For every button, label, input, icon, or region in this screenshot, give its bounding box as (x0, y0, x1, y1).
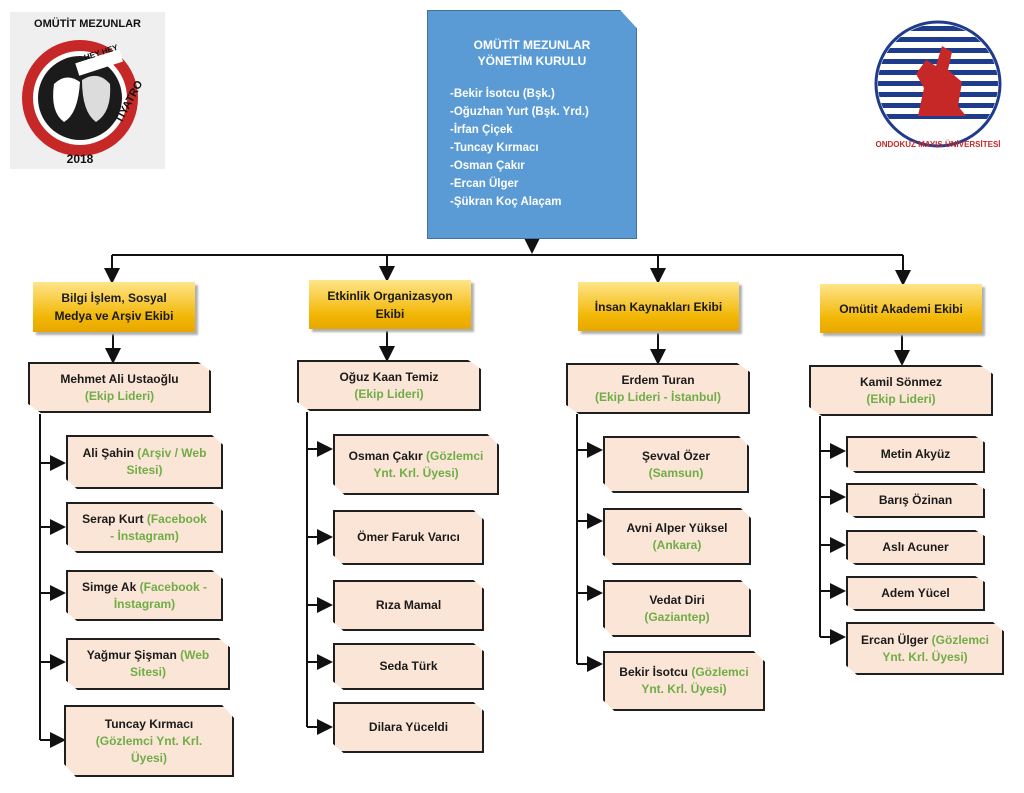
team-leader-card: Erdem Turan (Ekip Lideri - İstanbul) (566, 363, 750, 414)
member-note: Ynt. Krl. Üyesi) (882, 649, 968, 664)
team-label-line1: Omütit Akademi Ekibi (839, 301, 963, 316)
member-note: (Gaziantep) (644, 609, 710, 624)
team-member-card: Seda Türk (333, 643, 484, 690)
member-name: Ercan Ülger (860, 632, 929, 647)
team-member-card: Aslı Acuner (846, 530, 985, 565)
member-note: Üyesi) (130, 750, 168, 765)
team-member-card: Rıza Mamal (333, 580, 484, 631)
team-member-card: Dilara Yüceldi (333, 702, 484, 753)
member-name: Osman Çakır (348, 448, 423, 463)
member-name: Metin Akyüz (880, 447, 951, 461)
team-member-card: Avni Alper Yüksel (Ankara) (603, 508, 751, 565)
team-member-card: Ercan Ülger (Gözlemci Ynt. Krl. Üyesi) (846, 622, 1004, 675)
team-member-card: Barış Özinan (846, 483, 985, 518)
member-note: (Facebook (146, 511, 207, 526)
member-name: Barış Özinan (878, 493, 953, 507)
member-name: Aslı Acuner (882, 540, 949, 554)
member-note: (Web (180, 648, 210, 662)
member-name: Vedat Diri (649, 592, 705, 607)
leader-name: Mehmet Ali Ustaoğlu (60, 371, 179, 386)
leader-name: Oğuz Kaan Temiz (339, 369, 439, 384)
member-note: (Samsun) (648, 465, 704, 480)
member-name: Ömer Faruk Varıcı (357, 530, 460, 544)
team-label-line1: Bilgi İşlem, Sosyal (61, 291, 167, 305)
team-member-card: Bekir İsotcu (Gözlemci Ynt. Krl. Üyesi) (603, 651, 765, 711)
member-name: Seda Türk (379, 659, 438, 673)
member-note: Sitesi) (129, 665, 166, 679)
team-member-card: Ömer Faruk Varıcı (333, 510, 484, 565)
team-member-card: Yağmur Şişman (Web Sitesi) (66, 638, 230, 690)
board-member: -Tuncay Kırmacı (450, 142, 539, 154)
board-member: -Osman Çakır (450, 160, 525, 172)
team-label-line2: Medya ve Arşiv Ekibi (54, 309, 174, 323)
team-leader-card: Mehmet Ali Ustaoğlu (Ekip Lideri) (28, 362, 211, 413)
member-note: (Ankara) (652, 537, 702, 552)
team-member-card: Metin Akyüz (846, 436, 985, 473)
team-leader-card: Kamil Sönmez (Ekip Lideri) (809, 365, 993, 416)
omutit-theatre-logo: OMÜTİT MEZUNLAR HEY HEY TİYATRO 2018 (10, 12, 165, 169)
team-member-card: Adem Yücel (846, 576, 985, 611)
member-name: Tuncay Kırmacı (104, 716, 194, 731)
team-member-card: Simge Ak (Facebook - İnstagram) (66, 570, 223, 621)
member-note: (Gözlemci (426, 448, 484, 463)
member-name: Rıza Mamal (375, 598, 442, 612)
board-member: -Ercan Ülger (450, 178, 519, 190)
team-member-card: Osman Çakır (Gözlemci Ynt. Krl. Üyesi) (333, 434, 499, 495)
member-name: Yağmur Şişman (86, 648, 177, 662)
member-name: Bekir İsotcu (619, 665, 688, 679)
member-note: (Arşiv / Web (137, 446, 207, 460)
member-name: Şevval Özer (641, 448, 711, 463)
member-note: (Gözlemci (931, 632, 990, 647)
member-name: Simge Ak (82, 579, 137, 594)
team-label-line1: Etkinlik Organizasyon (327, 288, 453, 303)
team-event-organization: Etkinlik Organizasyon Ekibi (309, 280, 471, 329)
board-member: -Şükran Koç Alaçam (450, 196, 562, 208)
member-name: Dilara Yüceldi (368, 720, 449, 734)
member-note: - İnstagram) (110, 528, 179, 543)
team-member-card: Şevval Özer (Samsun) (603, 436, 749, 493)
team-leader-card: Oğuz Kaan Temiz (Ekip Lideri) (297, 360, 481, 411)
team-member-card: Serap Kurt (Facebook - İnstagram) (66, 502, 223, 553)
team-human-resources: İnsan Kaynakları Ekibi (578, 282, 739, 331)
team-label-line2: Ekibi (375, 306, 405, 321)
management-board-box: OMÜTİT MEZUNLAR YÖNETİM KURULU -Bekir İs… (427, 10, 637, 239)
member-note: Sitesi) (126, 463, 163, 477)
logo-year: 2018 (66, 152, 94, 166)
leader-role: (Ekip Lideri) (84, 388, 155, 403)
member-name: Avni Alper Yüksel (626, 520, 728, 535)
team-member-card: Vedat Diri (Gaziantep) (603, 580, 751, 637)
member-name: Adem Yücel (881, 586, 950, 600)
team-member-card: Tuncay Kırmacı (Gözlemci Ynt. Krl. Üyesi… (64, 705, 234, 777)
leader-role: (Ekip Lideri) (354, 386, 424, 401)
logo-ring-text: ONDOKUZ MAYIS ÜNİVERSİTESİ (875, 140, 1001, 149)
leader-name: Kamil Sönmez (859, 374, 943, 389)
ondokuz-mayis-university-logo: ONDOKUZ MAYIS ÜNİVERSİTESİ (862, 12, 1014, 164)
member-note: (Gözlemci (691, 665, 749, 679)
team-omutit-academy: Omütit Akademi Ekibi (820, 284, 982, 333)
board-member-list: -Bekir İsotcu (Bşk.) -Oğuzhan Yurt (Bşk.… (428, 85, 589, 211)
member-note: Ynt. Krl. Üyesi) (641, 682, 727, 696)
member-note: (Gözlemci Ynt. Krl. (95, 733, 203, 748)
board-member: -İrfan Çiçek (450, 124, 513, 136)
leader-name: Erdem Turan (621, 372, 695, 387)
leader-role: (Ekip Lideri - İstanbul) (594, 389, 721, 404)
board-title-line1: OMÜTİT MEZUNLAR (473, 38, 591, 52)
team-label-line1: İnsan Kaynakları Ekibi (594, 299, 723, 314)
member-note: (Facebook - (139, 579, 207, 594)
logo-top-text: OMÜTİT MEZUNLAR (34, 18, 141, 30)
team-it-media-archive: Bilgi İşlem, Sosyal Medya ve Arşiv Ekibi (33, 282, 195, 332)
member-note: İnstagram) (113, 596, 176, 611)
board-member: -Bekir İsotcu (Bşk.) (450, 88, 555, 100)
member-note: Ynt. Krl. Üyesi) (373, 465, 459, 480)
member-name: Ali Şahin (82, 446, 134, 460)
team-member-card: Ali Şahin (Arşiv / Web Sitesi) (66, 435, 223, 489)
member-name: Serap Kurt (82, 511, 144, 526)
leader-role: (Ekip Lideri) (866, 391, 936, 406)
board-title-line2: YÖNETİM KURULU (477, 54, 587, 68)
board-member: -Oğuzhan Yurt (Bşk. Yrd.) (450, 106, 589, 118)
